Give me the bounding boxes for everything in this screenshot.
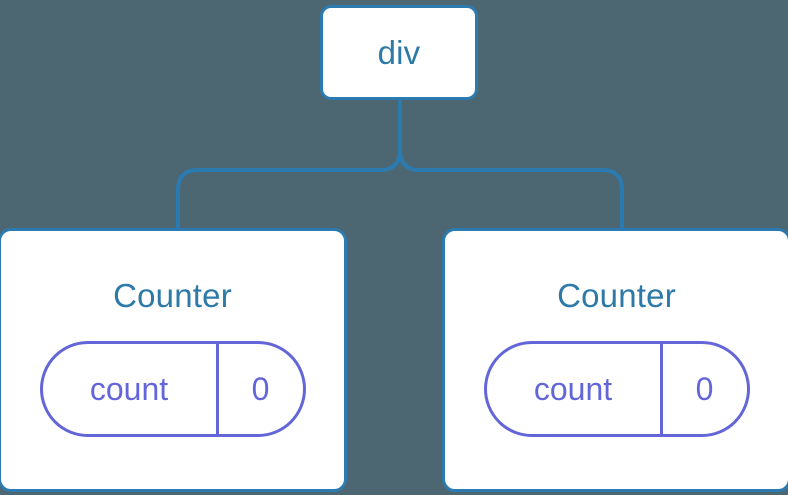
node-counter-right-label: Counter: [557, 277, 676, 314]
node-counter-left-label: Counter: [113, 277, 232, 314]
state-key-left: count: [43, 344, 219, 434]
node-div-label: div: [377, 34, 421, 71]
state-key-right: count: [487, 344, 663, 434]
state-value-right: 0: [695, 371, 714, 407]
node-counter-left[interactable]: Counter count 0: [0, 228, 347, 492]
state-pill-right[interactable]: count 0: [483, 341, 750, 437]
connector-path: [176, 100, 624, 230]
state-value-left: 0: [251, 371, 270, 407]
state-pill-left[interactable]: count 0: [39, 341, 306, 437]
node-counter-right[interactable]: Counter count 0: [442, 228, 788, 492]
node-div[interactable]: div: [320, 5, 478, 100]
